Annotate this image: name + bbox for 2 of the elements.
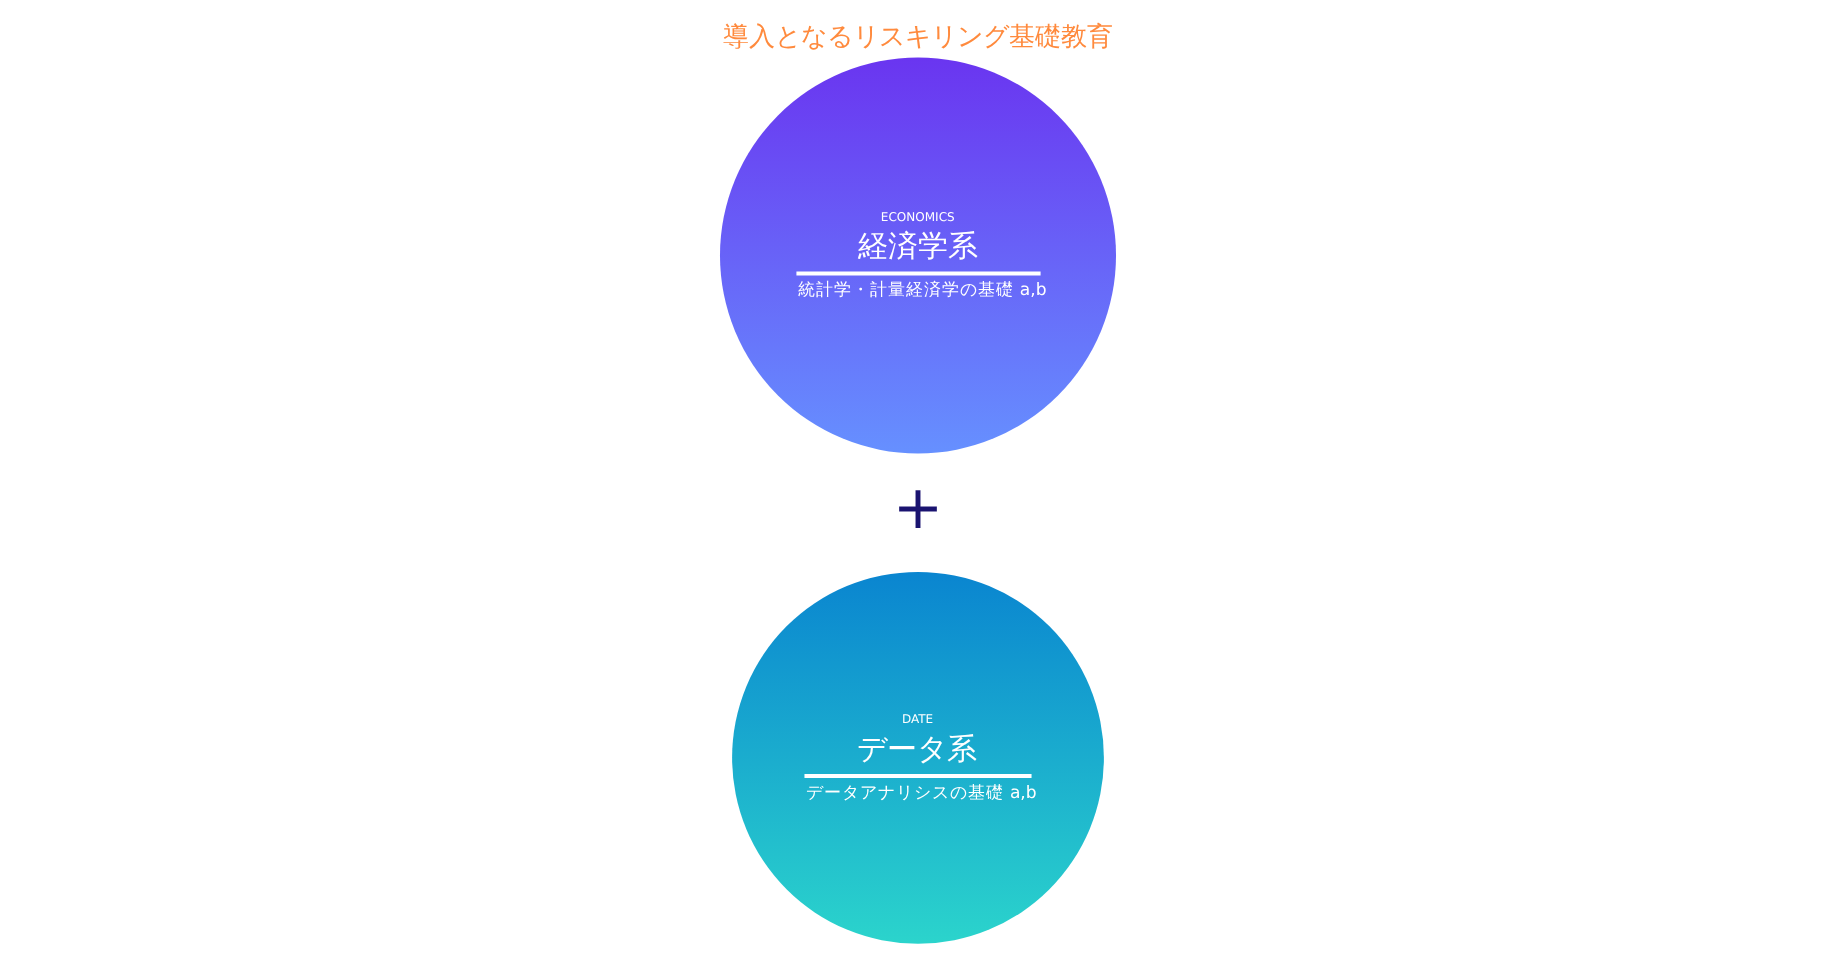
diagram-title: 導入となるリスキリング基礎教育 (722, 22, 1112, 53)
label: + (891, 473, 943, 544)
